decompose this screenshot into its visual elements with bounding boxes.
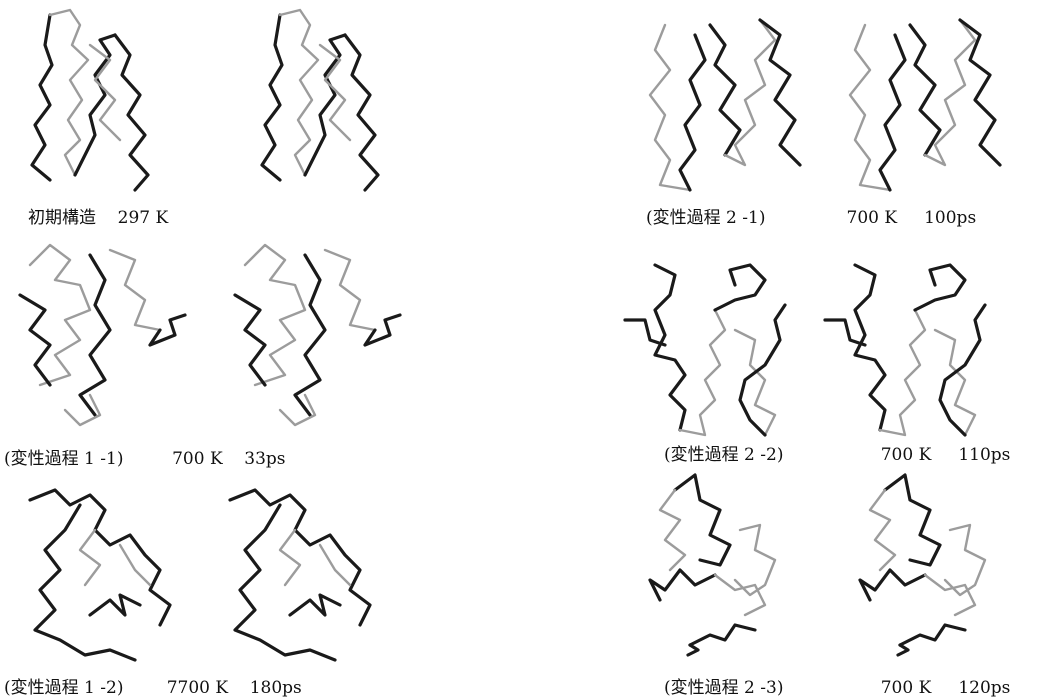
structure-panel-2-3: (変性過程 2 -3) 700 K 120ps — [530, 470, 1048, 699]
caption-title: (変性過程 1 -1) — [4, 449, 124, 469]
stereo-right-2-1 — [848, 18, 1002, 192]
caption-1-2: (変性過程 1 -2) 7700 K 180ps — [4, 680, 302, 697]
structure-panel-2-1: (変性過程 2 -1) 700 K 100ps — [530, 0, 1048, 235]
caption-time: 120ps — [958, 678, 1011, 698]
stereo-left-1-1 — [18, 243, 187, 427]
caption-2-1: (変性過程 2 -1) 700 K 100ps — [646, 210, 976, 227]
stereo-left-2-3 — [648, 473, 777, 657]
caption-temperature: 700 K — [880, 678, 932, 698]
caption-temperature: 700 K — [880, 445, 932, 465]
stereo-right-2-3 — [858, 473, 987, 657]
caption-temperature: 700 K — [172, 449, 223, 469]
caption-temperature: 7700 K — [166, 678, 229, 698]
stereo-right-1-1 — [233, 243, 402, 427]
stereo-left-1-2 — [28, 488, 172, 662]
stereo-left-2-1 — [648, 18, 802, 192]
caption-title: (変性過程 1 -2) — [4, 678, 124, 698]
caption-temperature: 297 K — [117, 208, 169, 228]
caption-2-2: (変性過程 2 -2) 700 K 110ps — [664, 447, 1010, 464]
caption-initial: 初期構造 297 K — [28, 210, 168, 227]
stereo-right-2-2 — [823, 263, 987, 437]
caption-temperature: 700 K — [846, 208, 898, 228]
caption-1-1: (変性過程 1 -1) 700 K 33ps — [4, 451, 286, 468]
caption-time: 110ps — [958, 445, 1011, 465]
caption-title: (変性過程 2 -1) — [646, 208, 766, 228]
caption-title: (変性過程 2 -2) — [664, 445, 784, 465]
stereo-right-1-2 — [228, 488, 372, 662]
structure-panel-2-2: (変性過程 2 -2) 700 K 110ps — [530, 235, 1048, 470]
caption-title: 初期構造 — [28, 208, 96, 228]
stereo-right-initial — [260, 8, 380, 192]
structure-panel-initial: 初期構造 297 K — [0, 0, 520, 235]
structure-panel-1-2: (変性過程 1 -2) 7700 K 180ps — [0, 470, 520, 699]
caption-title: (変性過程 2 -3) — [664, 678, 784, 698]
caption-time: 100ps — [924, 208, 977, 228]
stereo-left-2-2 — [623, 263, 787, 437]
caption-time: 180ps — [249, 678, 302, 698]
caption-2-3: (変性過程 2 -3) 700 K 120ps — [664, 680, 1010, 697]
caption-time: 33ps — [244, 449, 286, 469]
stereo-left-initial — [30, 8, 150, 192]
structure-panel-1-1: (変性過程 1 -1) 700 K 33ps — [0, 235, 520, 470]
